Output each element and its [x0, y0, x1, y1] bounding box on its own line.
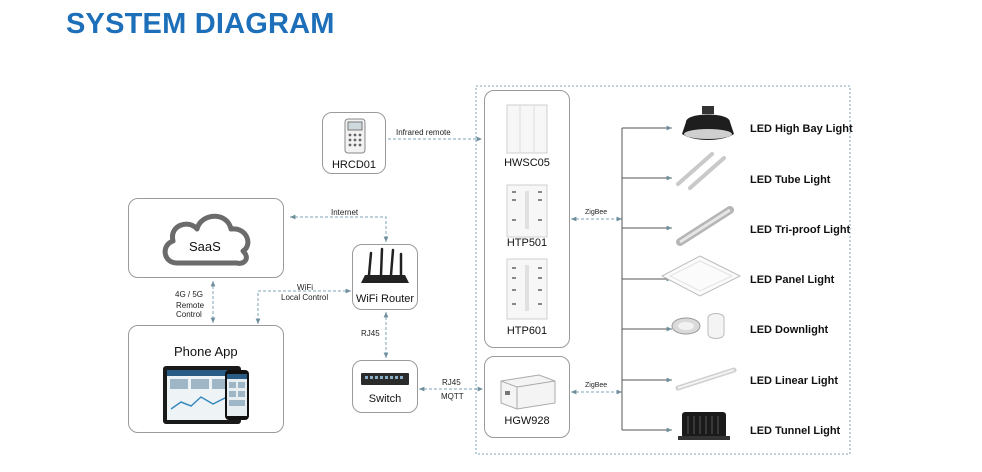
router-icon: [361, 247, 409, 283]
gateway-icon: [500, 374, 556, 410]
tablet-phone-icon: [163, 366, 249, 424]
control-panels-node: HWSC05 HTP501 HTP601: [484, 90, 570, 348]
router-node: WiFi Router: [352, 244, 418, 310]
high-bay-light-icon: [682, 106, 734, 140]
system-frame: [475, 85, 851, 455]
internet-label: Internet: [331, 208, 359, 217]
linear-light-icon: [675, 367, 737, 391]
infrared-label: Infrared remote: [396, 128, 451, 137]
page-title: SYSTEM DIAGRAM: [66, 8, 335, 40]
remote-node: HRCD01: [322, 112, 386, 174]
gateway-node: HGW928: [484, 356, 570, 438]
cellular-label: 4G / 5G: [175, 290, 204, 299]
panel-1-caption: HWSC05: [504, 157, 550, 169]
local-control-label: Local Control: [281, 293, 329, 302]
cloud-icon: [162, 213, 251, 266]
switch-caption: Switch: [368, 393, 402, 405]
zigbee-label-upper: ZigBee: [585, 209, 608, 216]
light-label-panel: LED Panel Light: [750, 274, 835, 286]
light-label-linear: LED Linear Light: [750, 375, 838, 387]
zigbee-label-lower: ZigBee: [585, 382, 608, 389]
remote-label: Remote: [176, 301, 205, 310]
remote-caption: HRCD01: [331, 159, 376, 171]
downlight-icon: [671, 313, 725, 339]
mqtt-label: MQTT: [441, 392, 464, 401]
tube-light-icon: [676, 152, 726, 190]
wall-switch-icon: [506, 104, 548, 154]
saas-node: SaaS: [128, 198, 284, 278]
light-label-high-bay: LED High Bay Light: [750, 123, 853, 135]
wifi-label: WiFi: [297, 283, 313, 292]
light-label-tri-proof: LED Tri-proof Light: [750, 224, 851, 236]
panel-3-caption: HTP601: [506, 325, 548, 337]
touch-panel-icon: [506, 258, 548, 320]
phone-app-node: Phone App: [128, 325, 284, 433]
switch-icon: [361, 373, 409, 385]
saas-caption: SaaS: [189, 239, 221, 254]
gateway-caption: HGW928: [504, 415, 550, 427]
light-label-tunnel: LED Tunnel Light: [750, 425, 841, 437]
panel-light-icon: [660, 255, 742, 297]
rj45-label-b: RJ45: [442, 378, 461, 387]
light-label-tube: LED Tube Light: [750, 174, 831, 186]
internet-line: [290, 214, 389, 242]
remote-icon: [344, 118, 366, 154]
tunnel-light-icon: [678, 412, 730, 440]
rj45-label-a: RJ45: [361, 329, 380, 338]
panel-2-caption: HTP501: [506, 237, 548, 249]
switch-node: Switch: [352, 360, 418, 413]
tri-proof-light-icon: [676, 206, 734, 246]
router-caption: WiFi Router: [355, 293, 415, 305]
phone-app-caption: Phone App: [174, 344, 238, 359]
light-label-downlight: LED Downlight: [750, 324, 829, 336]
wifi-line: [255, 288, 351, 324]
control-label: Control: [176, 310, 202, 319]
touch-panel-icon: [506, 184, 548, 238]
